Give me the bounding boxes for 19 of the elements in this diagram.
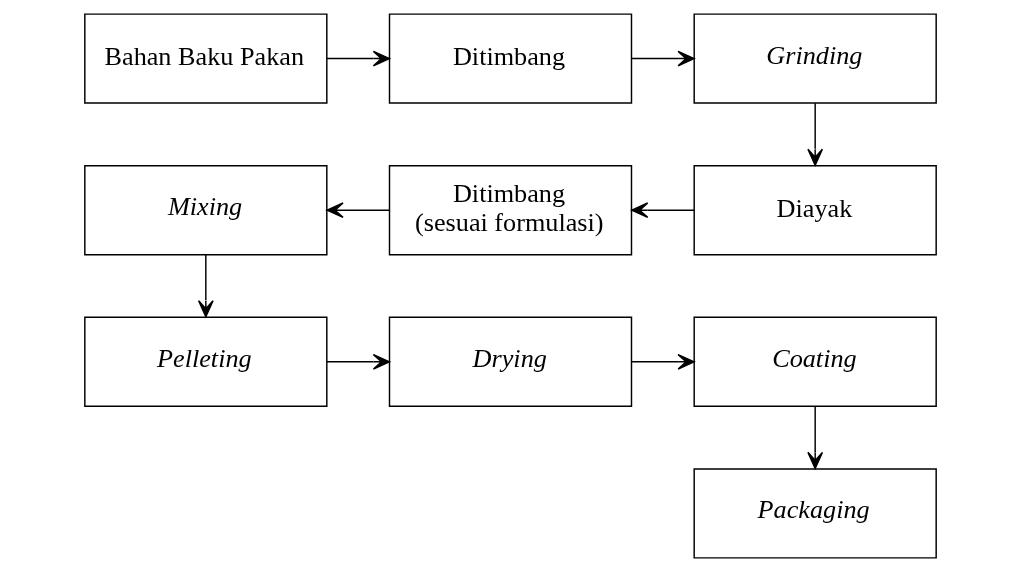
arrow [630,50,695,67]
arrow [326,50,391,67]
node-box: Drying [388,316,633,407]
arrow [326,353,391,370]
arrow [630,353,695,370]
node-box: Mixing [84,165,328,256]
node-box: Ditimbang [388,13,633,104]
arrow [326,202,391,219]
arrow [807,102,824,166]
node-box: Pelleting [84,316,328,407]
node-box: Coating [693,316,937,407]
arrow [807,405,824,470]
node-box: Bahan Baku Pakan [84,13,328,104]
node-box: Grinding [693,13,937,104]
arrow [630,202,695,219]
node-box: Diayak [693,165,937,256]
arrow [197,254,214,318]
node-box: Ditimbang (sesuai formulasi) [388,165,633,256]
node-box: Packaging [693,468,937,559]
